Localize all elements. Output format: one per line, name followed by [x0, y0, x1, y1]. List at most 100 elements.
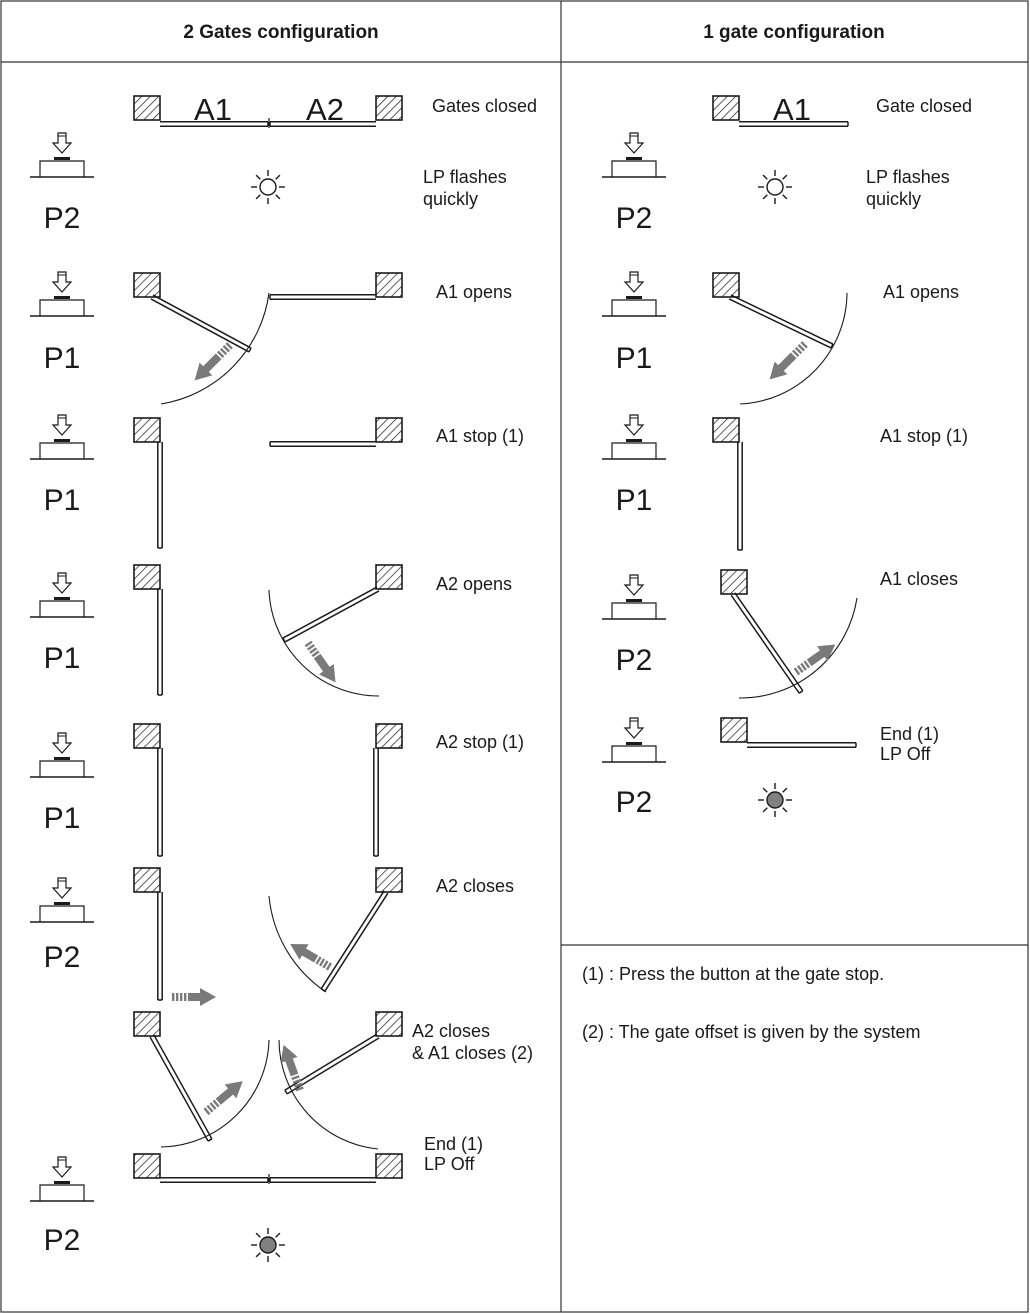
- gate-post: [375, 867, 403, 893]
- push-button-icon: [30, 877, 94, 923]
- motion-arrow-stripe: [794, 346, 803, 355]
- button-label-p2: P2: [44, 1224, 81, 1257]
- lamp-flashing-icon: [251, 170, 285, 204]
- gate-leaf: [730, 592, 804, 694]
- gate-leaf: [269, 1177, 376, 1183]
- lamp-flashing-icon: [758, 170, 792, 204]
- motion-arrow: [172, 988, 216, 1006]
- motion-arrow-shaft: [776, 352, 797, 373]
- motion-arrow-shaft: [313, 653, 331, 674]
- gate-leaf: [157, 748, 163, 857]
- gate-leaf: [157, 589, 163, 696]
- button-cap: [626, 439, 642, 442]
- gate-post: [375, 272, 403, 298]
- button-label-p2: P2: [616, 644, 653, 677]
- motion-arrow-shaft: [806, 649, 827, 667]
- gate-post-hatch: [720, 569, 748, 595]
- motion-arrow-stripe: [206, 1104, 214, 1113]
- button-body: [39, 299, 85, 316]
- motion-arrow-head: [194, 362, 213, 381]
- gate-post: [375, 1011, 403, 1037]
- push-button-icon: [602, 132, 666, 178]
- gate-leaf: [269, 441, 376, 447]
- motion-arrow-stripe: [309, 647, 318, 654]
- status-lp-flashes: LP flashes quickly: [866, 167, 955, 209]
- button-body: [611, 160, 657, 177]
- diagram-graphics: [30, 95, 858, 1262]
- motion-arrow-stripe: [176, 993, 179, 1001]
- gate-post: [720, 569, 748, 595]
- motion-arrow-shaft: [300, 947, 319, 963]
- motion-arrow: [793, 644, 836, 676]
- motion-arrow-head: [769, 361, 788, 380]
- button-cap: [54, 597, 70, 600]
- status-gates-closed: Gates closed: [432, 96, 537, 116]
- status-a2-opens: A2 opens: [436, 574, 512, 594]
- swing-arc: [160, 292, 270, 405]
- button-label-p2: P2: [44, 202, 81, 235]
- status-a1-closes: A1 closes: [880, 569, 958, 589]
- motion-arrow-stripe: [800, 662, 807, 671]
- press-arrow-icon: [51, 1156, 73, 1178]
- lamp-ray: [762, 194, 768, 200]
- gate-leaf: [150, 294, 252, 353]
- button-label-p1: P1: [44, 342, 81, 375]
- gate-leaf: [149, 1034, 213, 1142]
- gate-leaf-end: [248, 347, 252, 353]
- lamp-ray: [275, 1252, 281, 1258]
- motion-arrow-stripe: [307, 643, 315, 651]
- button-body: [39, 905, 85, 922]
- gate-post: [133, 1011, 161, 1037]
- status-a2-closes: A2 closes: [436, 876, 514, 896]
- gate-post-hatch: [375, 723, 403, 749]
- gate-leaf: [739, 121, 849, 127]
- push-button-icon: [30, 271, 94, 317]
- press-arrow-icon: [623, 574, 645, 596]
- gate-post-hatch: [133, 564, 161, 590]
- motion-arrow-stripe: [311, 650, 320, 658]
- gate-post: [375, 723, 403, 749]
- motion-arrow-stripe: [318, 958, 326, 967]
- button-label-p1: P1: [616, 342, 653, 375]
- gate-leaf-edge: [282, 586, 378, 639]
- button-cap: [54, 157, 70, 160]
- motion-arrow-stripe: [315, 956, 322, 965]
- motion-arrow-stripe: [797, 344, 805, 352]
- motion-arrow: [194, 342, 233, 381]
- button-label-p2: P2: [44, 941, 81, 974]
- gate-leaf-end: [207, 1138, 213, 1142]
- status-a1-stop: A1 stop (1): [436, 426, 524, 446]
- gate-post-hatch: [712, 272, 740, 298]
- gate-leaf-end: [284, 1089, 288, 1095]
- button-cap: [54, 757, 70, 760]
- gate-leaf: [747, 742, 857, 748]
- gate-leaf-end: [830, 343, 834, 349]
- lamp-ray: [255, 194, 261, 200]
- lamp-bulb: [259, 1236, 277, 1254]
- push-button-icon: [30, 414, 94, 460]
- gate-post: [133, 417, 161, 443]
- lamp-ray: [255, 174, 261, 180]
- motion-arrow-stripe: [295, 1086, 304, 1092]
- lamp-ray: [255, 1252, 261, 1258]
- lamp-ray: [275, 174, 281, 180]
- motion-arrow: [203, 1081, 243, 1116]
- gate-leaf: [269, 294, 376, 300]
- lamp-bulb: [766, 791, 784, 809]
- status-a1-opens: A1 opens: [883, 282, 959, 302]
- push-button-icon: [602, 574, 666, 620]
- button-body: [611, 602, 657, 619]
- press-arrow-icon: [51, 572, 73, 594]
- gate-post: [133, 723, 161, 749]
- gate-leaf-edge: [734, 592, 804, 692]
- gate-post: [133, 272, 161, 298]
- gate-post-hatch: [712, 417, 740, 443]
- push-button-icon: [30, 1156, 94, 1202]
- press-arrow-icon: [51, 414, 73, 436]
- gate-leaf-edge: [152, 294, 252, 349]
- gate-leaf: [282, 586, 380, 643]
- gate-leaf-edge: [150, 298, 250, 353]
- motion-arrow-stripe: [325, 962, 332, 971]
- motion-arrow-head: [280, 1044, 298, 1064]
